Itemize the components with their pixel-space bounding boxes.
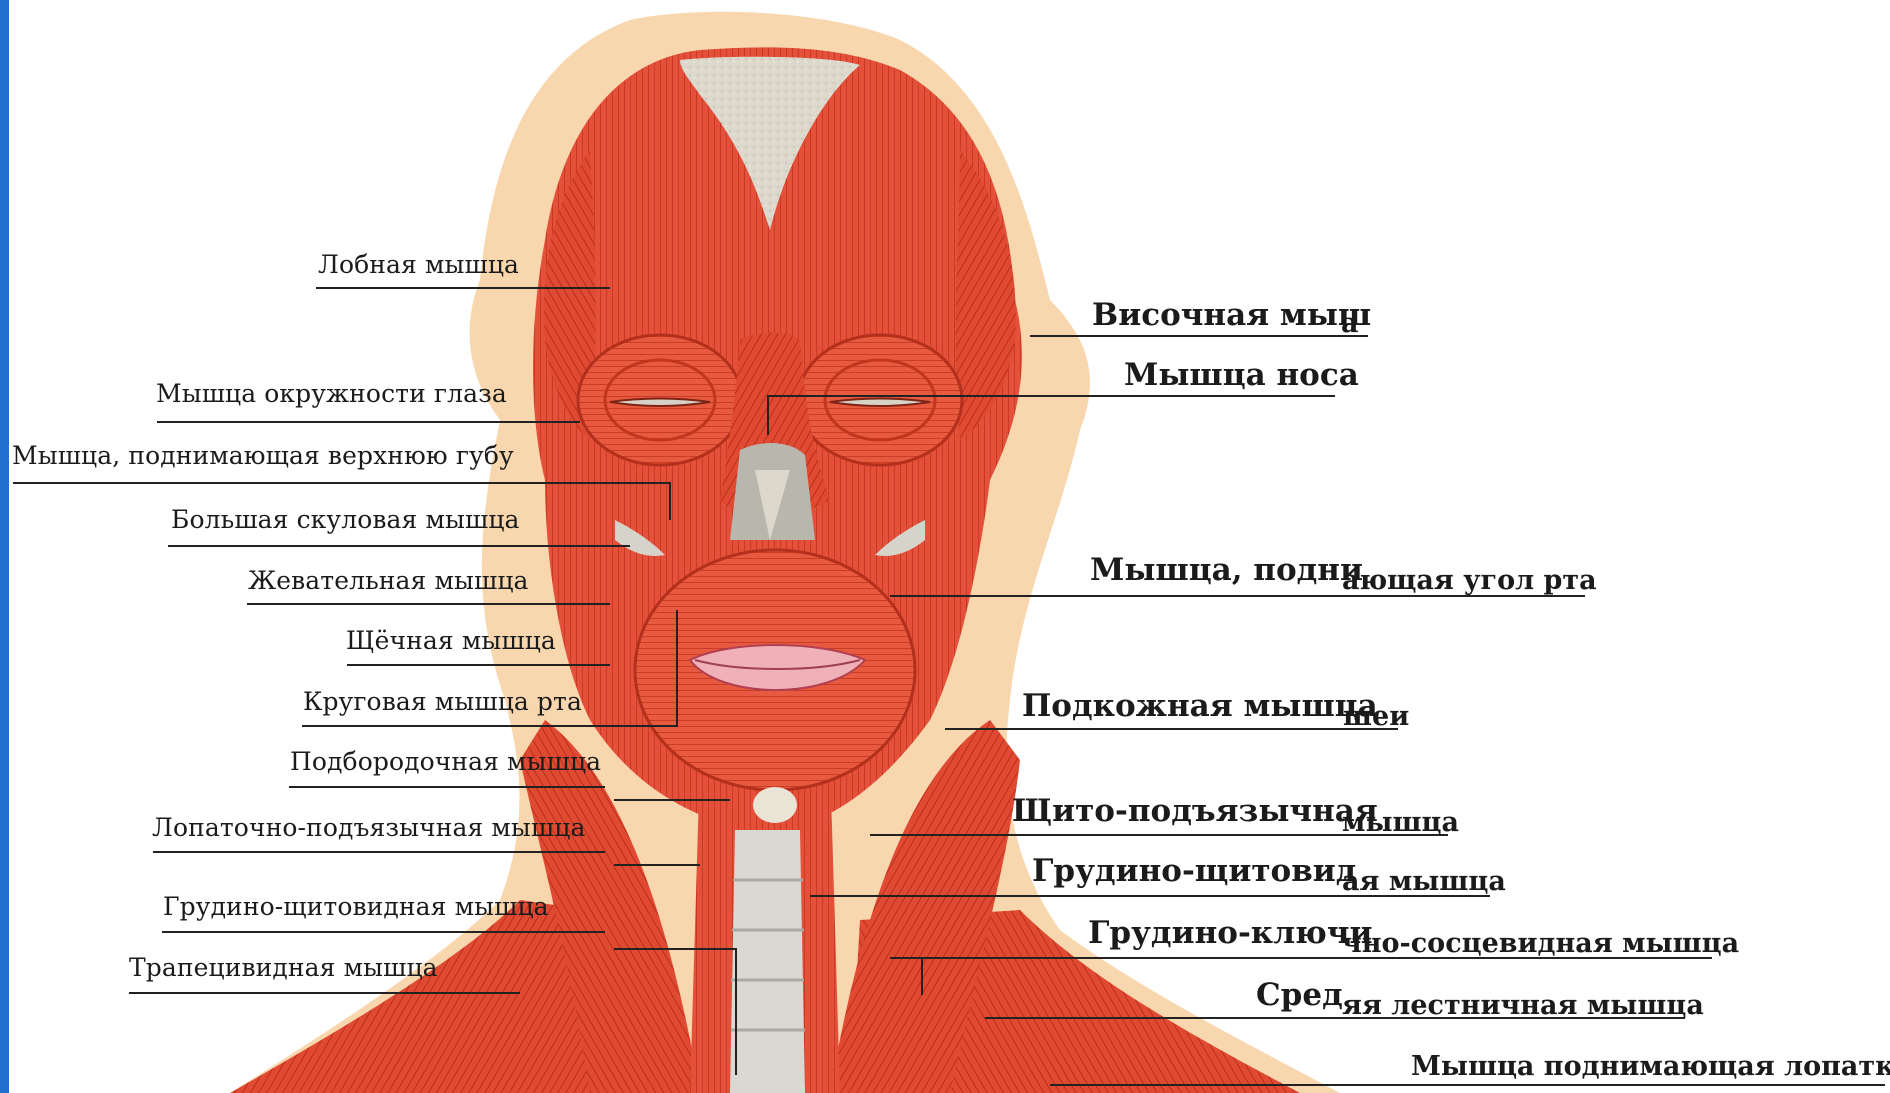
label-levator-anguli-part1: Мышца, подни [1090, 555, 1363, 586]
label-sternothyroid-left: Грудино-щитовидная мышца [163, 894, 549, 919]
label-temporal-part2: а [1341, 310, 1359, 337]
label-scalene-part1: Сред [1256, 980, 1343, 1011]
label-orbicularis-oris: Круговая мышца рта [303, 689, 582, 714]
label-sternothyroid-right-part1: Грудино-щитовид [1032, 856, 1356, 887]
label-thyrohyoid-part2: мышца [1342, 809, 1459, 836]
label-temporal-part1: Височная мыш [1092, 300, 1371, 331]
label-thyrohyoid-part1: Щито-подъязычная [1012, 796, 1378, 827]
label-orbicularis-oculi: Мышца окружности глаза [156, 381, 507, 406]
label-sternocleido-part2: чно-сосцевидная мышца [1342, 930, 1739, 957]
label-sternocleido-part1: Грудино-ключи [1088, 918, 1373, 949]
label-scalene-part2: яя лестничная мышца [1342, 992, 1704, 1019]
label-zygomaticus-major: Большая скуловая мышца [171, 507, 520, 532]
label-mentalis: Подбородочная мышца [290, 749, 601, 774]
label-platysma-part1: Подкожная мышца [1022, 691, 1378, 722]
label-platysma-part2: шеи [1343, 703, 1409, 730]
label-nasalis: Мышца носа [1124, 360, 1359, 391]
label-sternothyroid-right-part2: ая мышца [1342, 868, 1506, 895]
label-levator-labii: Мышца, поднимающая верхнюю губу [12, 443, 514, 468]
label-omohyoid: Лопаточно-подъязычная мышца [152, 815, 585, 840]
label-frontal-muscle: Лобная мышца [318, 252, 519, 277]
label-masseter: Жевательная мышца [248, 568, 529, 593]
trachea [730, 830, 805, 1093]
label-levator-anguli-part2: ающая угол рта [1342, 567, 1597, 594]
label-levator-scapulae: Мышца поднимающая лопатку [1411, 1053, 1890, 1080]
label-buccinator: Щёчная мышца [346, 628, 556, 653]
label-trapezius: Трапецивидная мышца [129, 955, 438, 980]
chin-bone [753, 787, 797, 823]
